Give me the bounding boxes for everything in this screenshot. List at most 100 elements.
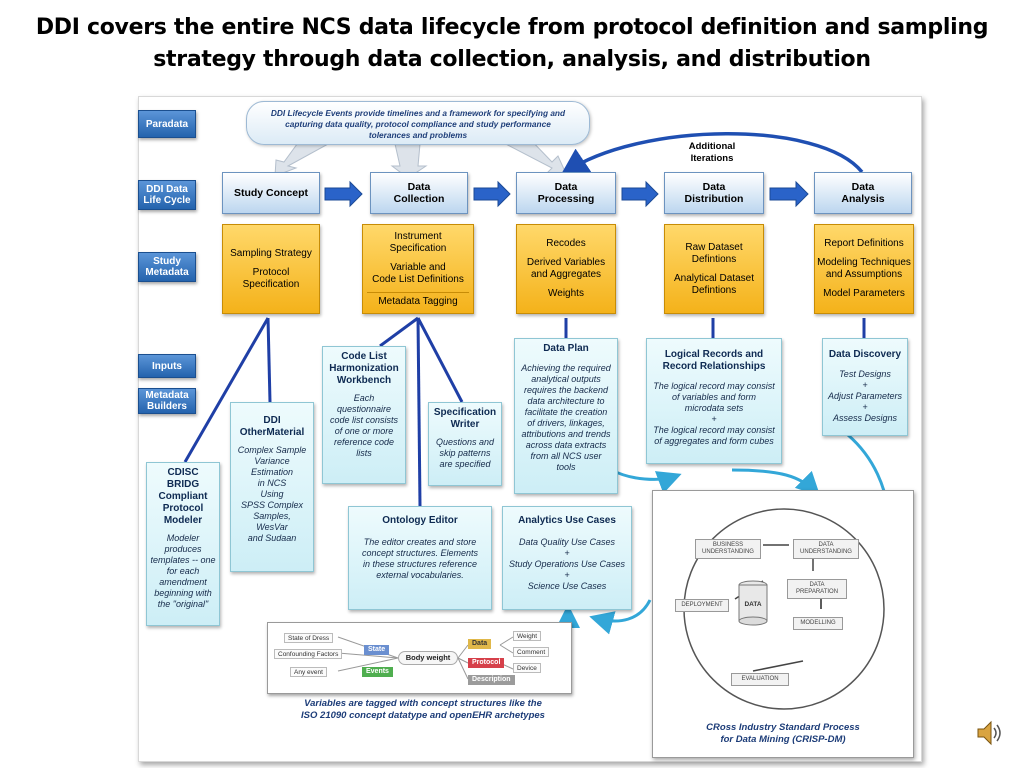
spec-writer-head-2: Writer <box>450 419 480 430</box>
spec-writer-body: Questions and skip patterns are specifie… <box>432 437 498 470</box>
cdisc-heading: CDISC BRIDG Compliant Protocol Modeler <box>150 467 216 527</box>
ontology-body-2: concept structures. Elements <box>361 548 479 558</box>
meta-concept-line-4: Specification <box>242 278 300 290</box>
ontology-graph: State of Dress Confounding Factors Any e… <box>267 622 572 694</box>
row-label-paradata: Paradata <box>138 110 196 138</box>
row-label-metadata-builders: Metadata Builders <box>138 388 196 414</box>
stage-collection-line-2: Collection <box>393 193 445 205</box>
row-label-builders-line-2: Builders <box>146 401 187 412</box>
meta-analysis-line-4: and Assumptions <box>825 269 903 280</box>
ontology-item-any-event: Any event <box>290 667 327 677</box>
spec-writer-head-1: Specification <box>433 407 497 418</box>
panel-ontology-editor: Ontology Editor The editor creates and s… <box>348 506 492 610</box>
ontology-caption-line-2: ISO 21090 concept datatype and openEHR a… <box>301 710 545 721</box>
ddi-other-body-6: SPSS Complex <box>240 500 304 510</box>
stage-analysis-line-2: Analysis <box>841 193 885 205</box>
logical-records-head-2: Record Relationships <box>662 361 766 372</box>
data-discovery-body-5: Assess Designs <box>832 413 898 423</box>
paradata-note-line-3: tolerances and problems <box>368 130 468 140</box>
ontology-body-1: The editor creates and store <box>363 537 477 547</box>
panel-specification-writer: Specification Writer Questions and skip … <box>428 402 502 486</box>
stage-data-distribution: Data Distribution <box>664 172 764 214</box>
data-plan-body-7: attributions and trends <box>521 429 611 439</box>
panel-data-discovery: Data Discovery Test Designs + Adjust Par… <box>822 338 908 436</box>
data-discovery-body-1: Test Designs <box>839 369 891 379</box>
meta-processing-line-3: Derived Variables <box>526 257 606 268</box>
crisp-step-data-understanding: DATA UNDERSTANDING <box>793 539 859 559</box>
analytics-body-4: + <box>564 570 570 580</box>
spec-writer-body-1: Questions and <box>435 437 495 447</box>
logical-records-head-1: Logical Records and <box>664 349 764 360</box>
data-discovery-body-2: + <box>862 380 868 390</box>
ddi-other-body-7: Samples, <box>253 511 291 521</box>
data-plan-head-1: Data Plan <box>543 343 589 354</box>
spec-writer-body-2: skip patterns <box>439 448 491 458</box>
row-label-ddi-line-2: Life Cycle <box>143 195 191 206</box>
logical-records-body-3: microdata sets <box>684 403 744 413</box>
metadata-study-concept: Sampling Strategy Protocol Specification <box>222 224 320 314</box>
row-label-study-line-2: Metadata <box>145 267 189 278</box>
meta-concept-line-3: Protocol <box>252 266 290 278</box>
crisp-caption-line-1: CRoss Industry Standard Process <box>706 722 860 733</box>
meta-distribution-line-5: Defintions <box>691 284 737 296</box>
data-plan-body-9: from all NCS user <box>530 451 602 461</box>
data-plan-body-2: analytical outputs <box>531 374 601 384</box>
ontology-head-1: Ontology Editor <box>382 515 458 526</box>
crisp-data-store: DATA <box>744 601 762 608</box>
data-discovery-head-1: Data Discovery <box>828 349 902 360</box>
ddi-other-body-8: WesVar <box>256 522 288 532</box>
ontology-body: The editor creates and store concept str… <box>352 537 488 581</box>
ddi-other-heading: DDI OtherMaterial <box>234 415 310 439</box>
data-discovery-body-4: + <box>862 402 868 412</box>
ddi-other-body-5: Using <box>260 489 284 499</box>
stage-data-collection: Data Collection <box>370 172 468 214</box>
panel-ddi-othermaterial: DDI OtherMaterial Complex Sample Varianc… <box>230 402 314 572</box>
ontology-body-3: in these structures reference <box>362 559 478 569</box>
slide-title: DDI covers the entire NCS data lifecycle… <box>30 12 994 76</box>
data-discovery-body: Test Designs + Adjust Parameters + Asses… <box>826 369 904 424</box>
analytics-body-2: + <box>564 548 570 558</box>
data-plan-body-8: across data extracts <box>525 440 607 450</box>
data-plan-heading: Data Plan <box>518 343 614 355</box>
stage-distribution-line-2: Distribution <box>684 193 744 205</box>
ddi-other-body-3: Estimation <box>250 467 294 477</box>
logical-records-body-5: The logical record may consist <box>653 425 775 435</box>
metadata-data-analysis: Report Definitions Modeling Techniques a… <box>814 224 914 314</box>
code-list-body-2: questionnaire <box>336 404 392 414</box>
code-list-heading: Code List Harmonization Workbench <box>326 351 402 387</box>
crisp-step-business-understanding: BUSINESS UNDERSTANDING <box>695 539 761 559</box>
meta-collection-line-5: Code List Definitions <box>372 273 464 285</box>
ontology-graph-lines <box>337 636 514 680</box>
panel-code-list-workbench: Code List Harmonization Workbench Each q… <box>322 346 406 484</box>
logical-records-body-4: + <box>711 414 717 424</box>
cdisc-head-3: Protocol <box>162 503 204 514</box>
cdisc-body: Modeler produces templates -- one for ea… <box>150 533 216 610</box>
data-discovery-body-3: Adjust Parameters <box>827 391 903 401</box>
ontology-body-4: external vocabularies. <box>376 570 464 580</box>
ddi-other-body-4: in NCS <box>257 478 287 488</box>
meta-distribution-line-2: Defintions <box>691 253 737 265</box>
row-label-study-metadata: Study Metadata <box>138 252 196 282</box>
analytics-head-1: Analytics Use Cases <box>518 515 616 526</box>
ddi-other-body-2: Variance <box>254 456 290 466</box>
meta-collection-line-2: Specification <box>389 242 447 254</box>
row-label-inputs: Inputs <box>138 354 196 378</box>
iterations-line-2: Iterations <box>690 153 734 164</box>
ontology-heading: Ontology Editor <box>352 515 488 527</box>
ontology-caption-line-1: Variables are tagged with concept struct… <box>304 698 542 709</box>
stage-collection-line-1: Data <box>407 181 431 193</box>
ontology-center-node: Body weight <box>398 651 458 665</box>
speaker-icon[interactable] <box>975 718 1003 748</box>
crisp-dm-figure: BUSINESS UNDERSTANDING DATA UNDERSTANDIN… <box>652 490 914 758</box>
code-list-head-2: Harmonization <box>329 363 399 374</box>
stage-distribution-line-1: Data <box>702 181 726 193</box>
crisp-step-modelling: MODELLING <box>793 617 843 630</box>
ontology-tag-state: State <box>364 645 390 655</box>
metadata-data-distribution: Raw Dataset Defintions Analytical Datase… <box>664 224 764 314</box>
row-label-ddi-line-1: DDI Data <box>146 184 188 195</box>
logical-records-body: The logical record may consist of variab… <box>650 381 778 447</box>
row-label-ddi-lifecycle: DDI Data Life Cycle <box>138 180 196 210</box>
iterations-line-1: Additional <box>688 141 736 152</box>
data-plan-body: Achieving the required analytical output… <box>518 363 614 473</box>
meta-distribution-line-4: Analytical Dataset <box>673 272 755 284</box>
